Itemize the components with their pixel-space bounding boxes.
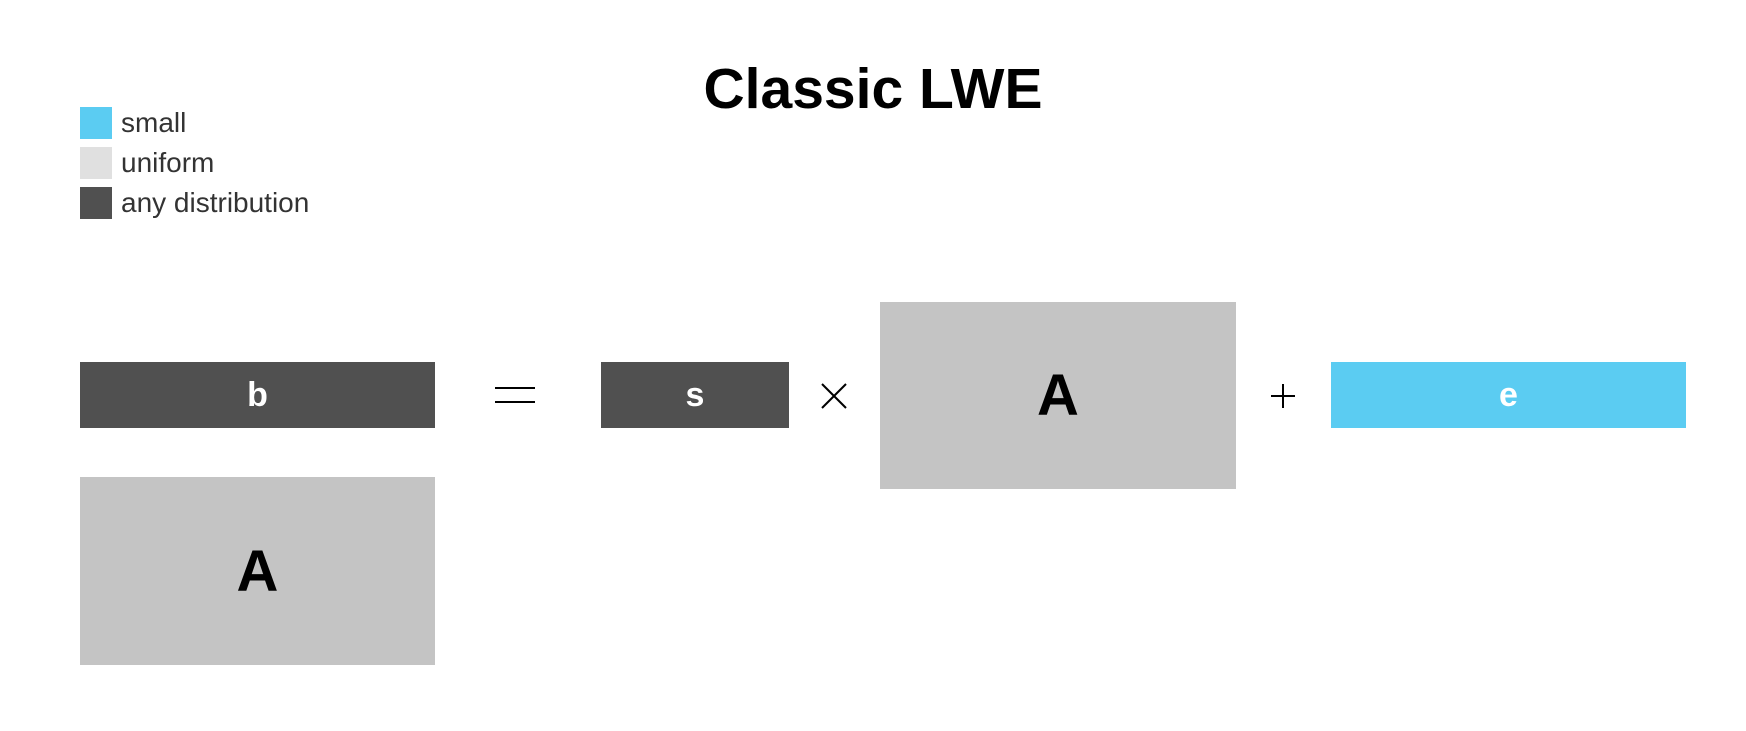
vector-b: b xyxy=(80,362,435,428)
matrix-A-public-label: A xyxy=(236,538,279,604)
vector-s: s xyxy=(601,362,789,428)
legend-swatch-any-distribution xyxy=(80,187,112,219)
matrix-A: A xyxy=(880,302,1236,489)
legend-label-any-distribution: any distribution xyxy=(121,187,310,218)
matrix-A-public: A xyxy=(80,477,435,665)
legend-swatch-uniform xyxy=(80,147,112,179)
equals-icon xyxy=(495,387,535,403)
diagram-title: Classic LWE xyxy=(703,57,1043,121)
legend-swatch-small xyxy=(80,107,112,139)
legend-label-uniform: uniform xyxy=(121,147,215,178)
legend-item-small: small xyxy=(80,107,480,139)
vector-s-label: s xyxy=(685,375,705,414)
vector-b-label: b xyxy=(247,375,268,414)
plus-icon xyxy=(1271,384,1295,408)
legend-item-uniform: uniform xyxy=(80,147,480,179)
legend-item-any-distribution: any distribution xyxy=(80,187,480,219)
times-icon xyxy=(821,383,847,409)
matrix-A-label: A xyxy=(1037,363,1079,428)
legend-label-small: small xyxy=(121,107,187,138)
vector-e: e xyxy=(1331,362,1686,428)
vector-e-label: e xyxy=(1499,375,1518,414)
